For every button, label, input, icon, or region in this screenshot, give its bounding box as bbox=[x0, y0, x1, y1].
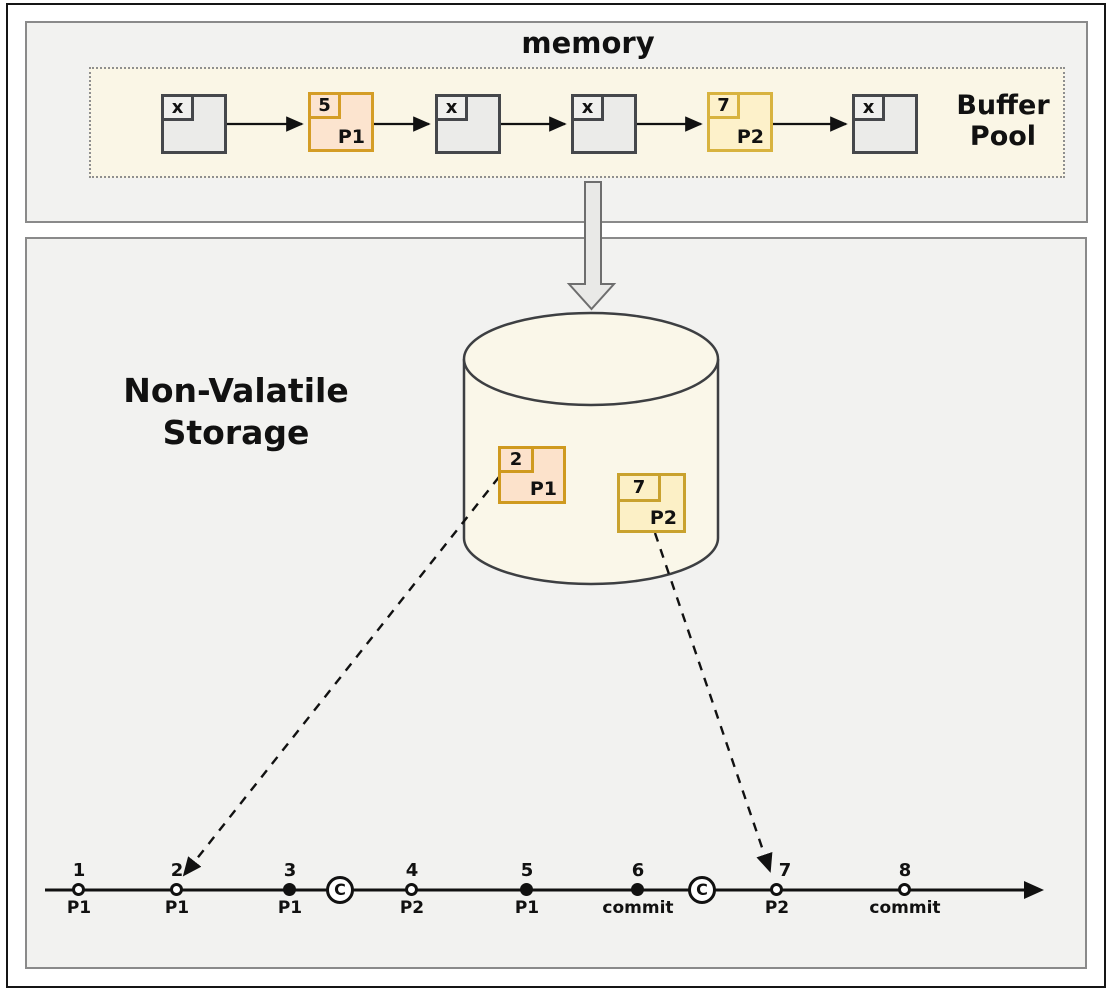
event-number: 1 bbox=[72, 860, 86, 881]
page-label: P2 bbox=[736, 126, 764, 148]
memory-title: memory bbox=[521, 26, 655, 60]
buffer-page-empty: x bbox=[161, 94, 227, 154]
page-to-event-pointers bbox=[182, 476, 773, 877]
disk-page-p2: 7 P2 bbox=[617, 473, 686, 533]
event-label: commit bbox=[869, 898, 941, 918]
page-label: P1 bbox=[337, 126, 365, 148]
event-number: 5 bbox=[520, 860, 534, 881]
diagram-outer-border bbox=[6, 3, 1106, 988]
buffer-pool-label: Buffer Pool bbox=[956, 90, 1050, 153]
event-dot-open bbox=[898, 883, 911, 896]
event-dot-filled bbox=[631, 883, 644, 896]
page-tag: x bbox=[571, 94, 604, 121]
event-number: 4 bbox=[405, 860, 419, 881]
cylinder-top bbox=[462, 311, 720, 407]
page-label: P1 bbox=[529, 478, 557, 500]
event-label: P2 bbox=[764, 898, 790, 918]
page-tag: 2 bbox=[498, 446, 534, 473]
buffer-page-empty: x bbox=[852, 94, 918, 154]
event-label: P1 bbox=[277, 898, 303, 918]
page-tag: 7 bbox=[617, 473, 661, 502]
event-label: P2 bbox=[399, 898, 425, 918]
event-number: 7 bbox=[778, 860, 792, 881]
event-number: 3 bbox=[283, 860, 297, 881]
flush-to-disk-arrow-icon bbox=[566, 181, 617, 311]
storage-title: Non-Valatile Storage bbox=[80, 370, 392, 454]
event-label: P1 bbox=[514, 898, 540, 918]
checkpoint-circle: C bbox=[688, 876, 716, 904]
event-dot-open bbox=[72, 883, 85, 896]
buffer-page-p2: 7 P2 bbox=[707, 92, 773, 152]
event-label: commit bbox=[602, 898, 674, 918]
buffer-page-empty: x bbox=[571, 94, 637, 154]
event-dot-filled bbox=[283, 883, 296, 896]
p2-dashed-arrow-icon bbox=[653, 532, 773, 873]
page-tag: x bbox=[435, 94, 468, 121]
buffer-page-empty: x bbox=[435, 94, 501, 154]
event-dot-open bbox=[770, 883, 783, 896]
event-dot-open bbox=[170, 883, 183, 896]
buffer-page-p1: 5 P1 bbox=[308, 92, 374, 152]
p1-dashed-arrow-icon bbox=[182, 476, 500, 877]
storage-title-line1: Non-Valatile bbox=[123, 371, 349, 410]
event-dot-filled bbox=[520, 883, 533, 896]
storage-title-line2: Storage bbox=[162, 413, 310, 453]
event-dot-open bbox=[405, 883, 418, 896]
page-tag: x bbox=[161, 94, 194, 121]
event-label: P1 bbox=[66, 898, 92, 918]
page-tag: x bbox=[852, 94, 885, 121]
page-tag: 5 bbox=[308, 92, 341, 119]
event-label: P1 bbox=[164, 898, 190, 918]
event-number: 2 bbox=[170, 860, 184, 881]
disk-page-p1: 2 P1 bbox=[498, 446, 566, 504]
page-tag: 7 bbox=[707, 92, 740, 119]
page-label: P2 bbox=[649, 507, 677, 529]
event-number: 8 bbox=[898, 860, 912, 881]
checkpoint-circle: C bbox=[326, 876, 354, 904]
event-number: 6 bbox=[631, 860, 645, 881]
storage-cylinder bbox=[462, 311, 720, 586]
timeline-arrowhead-icon bbox=[1024, 881, 1044, 899]
